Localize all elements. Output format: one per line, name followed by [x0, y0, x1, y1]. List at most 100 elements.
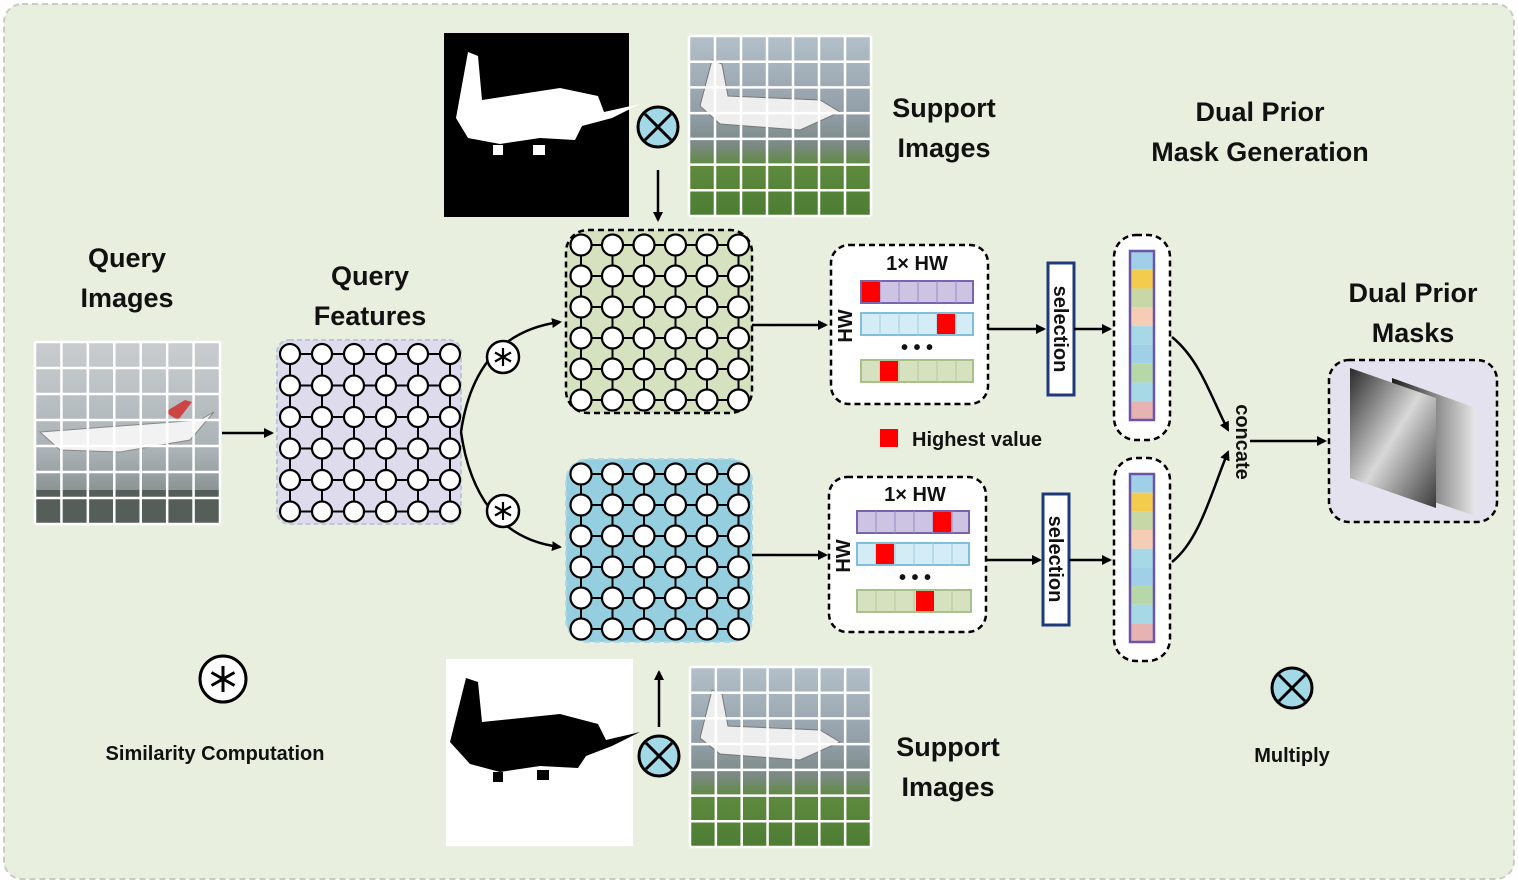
- network-node: [278, 500, 302, 523]
- network-node: [726, 524, 751, 548]
- vector-cell: [1130, 474, 1154, 493]
- network-node: [374, 500, 398, 523]
- network-node: [569, 586, 593, 610]
- network-node: [632, 295, 656, 319]
- network-node: [600, 493, 625, 517]
- vector-cell: [1130, 623, 1154, 642]
- selection-bottom-label: selection: [1044, 516, 1066, 603]
- network-node: [663, 264, 688, 288]
- network-node: [726, 462, 751, 486]
- multiply-icon-top: [636, 105, 680, 149]
- network-node: [569, 617, 593, 641]
- matrix-top-row-3: [860, 359, 974, 383]
- network-node: [406, 342, 430, 366]
- network-node: [310, 437, 334, 460]
- support-mask-bottom: [446, 659, 640, 846]
- network-node: [663, 493, 688, 517]
- network-node: [726, 233, 751, 257]
- network-node: [406, 374, 430, 397]
- network-node: [406, 437, 430, 460]
- network-node: [600, 586, 625, 610]
- support-mask-top: [444, 33, 640, 217]
- vector-outline: [1128, 249, 1156, 422]
- vector-cell: [1130, 307, 1154, 327]
- network-node: [726, 264, 751, 288]
- network-node: [632, 524, 656, 548]
- query-images-title-2: Images: [80, 283, 173, 313]
- concate-curve-top: [1171, 336, 1230, 432]
- network-node: [406, 468, 430, 492]
- matrix-bottom-header: 1× HW: [884, 484, 946, 506]
- vector-outline: [1128, 472, 1156, 644]
- similarity-computation-label: Similarity Computation: [106, 743, 325, 765]
- matrix-top-row-2: [860, 312, 974, 336]
- network-node: [695, 388, 719, 412]
- network-node: [632, 555, 656, 579]
- query-image-grid: [33, 340, 222, 526]
- vector-cell: [1130, 251, 1154, 270]
- network-node: [438, 468, 462, 492]
- vector-cell: [1130, 492, 1154, 512]
- network-node: [569, 462, 593, 486]
- matrix-bottom-row-3: [856, 589, 972, 613]
- vector-cell: [1130, 363, 1154, 383]
- network-node: [278, 468, 302, 492]
- similarity-icon-bottom: [485, 493, 521, 529]
- network-node: [342, 405, 366, 429]
- support-images-bottom-title-2: Images: [901, 772, 994, 802]
- network-node: [695, 233, 719, 257]
- network-node: [632, 357, 656, 381]
- network-node: [600, 388, 625, 412]
- matrix-top-header: 1× HW: [886, 253, 948, 275]
- network-node: [663, 388, 688, 412]
- prior-vector-bottom: [1128, 472, 1156, 644]
- network-node: [278, 342, 302, 366]
- network-node: [310, 500, 334, 523]
- prior-grid-top-box: [564, 228, 754, 415]
- network-node: [663, 586, 688, 610]
- network-node: [569, 555, 593, 579]
- network-node: [600, 555, 625, 579]
- network-node: [632, 617, 656, 641]
- dual-prior-masks-title-2: Masks: [1372, 318, 1455, 348]
- network-node: [310, 374, 334, 397]
- prior-vector-top: [1128, 249, 1156, 422]
- network-node: [726, 295, 751, 319]
- network-node: [632, 388, 656, 412]
- concate-curve-bottom: [1171, 450, 1230, 563]
- network-node: [726, 586, 751, 610]
- support-image-bottom: [688, 665, 873, 849]
- network-node: [695, 295, 719, 319]
- prior-grid-bottom-box: [565, 458, 753, 643]
- network-node: [695, 617, 719, 641]
- network-node: [632, 264, 656, 288]
- network-node: [600, 264, 625, 288]
- vector-cell: [1130, 288, 1154, 308]
- network-node: [438, 437, 462, 460]
- similarity-legend-icon: [198, 654, 248, 704]
- network-node: [632, 586, 656, 610]
- vector-cell: [1130, 382, 1154, 402]
- network-node: [569, 388, 593, 412]
- vector-cell: [1130, 604, 1154, 624]
- network-node: [726, 493, 751, 517]
- vector-cell: [1130, 401, 1154, 420]
- network-node: [695, 493, 719, 517]
- query-images-title-1: Query: [88, 243, 166, 273]
- network-node: [695, 462, 719, 486]
- matrix-bottom-ellipsis: • • •: [899, 567, 931, 589]
- multiply-label: Multiply: [1254, 745, 1330, 767]
- network-node: [600, 524, 625, 548]
- network-node: [438, 500, 462, 523]
- network-node: [726, 326, 751, 350]
- network-node: [438, 374, 462, 397]
- multiply-legend-icon: [1270, 666, 1314, 710]
- network-node: [695, 555, 719, 579]
- network-node: [278, 405, 302, 429]
- dual-prior-masks-title-1: Dual Prior: [1348, 278, 1478, 308]
- selection-top-label: selection: [1049, 286, 1071, 373]
- network-node: [310, 405, 334, 429]
- dual-prior-mask-generation-title-2: Mask Generation: [1151, 137, 1369, 167]
- query-features-box: [276, 339, 462, 525]
